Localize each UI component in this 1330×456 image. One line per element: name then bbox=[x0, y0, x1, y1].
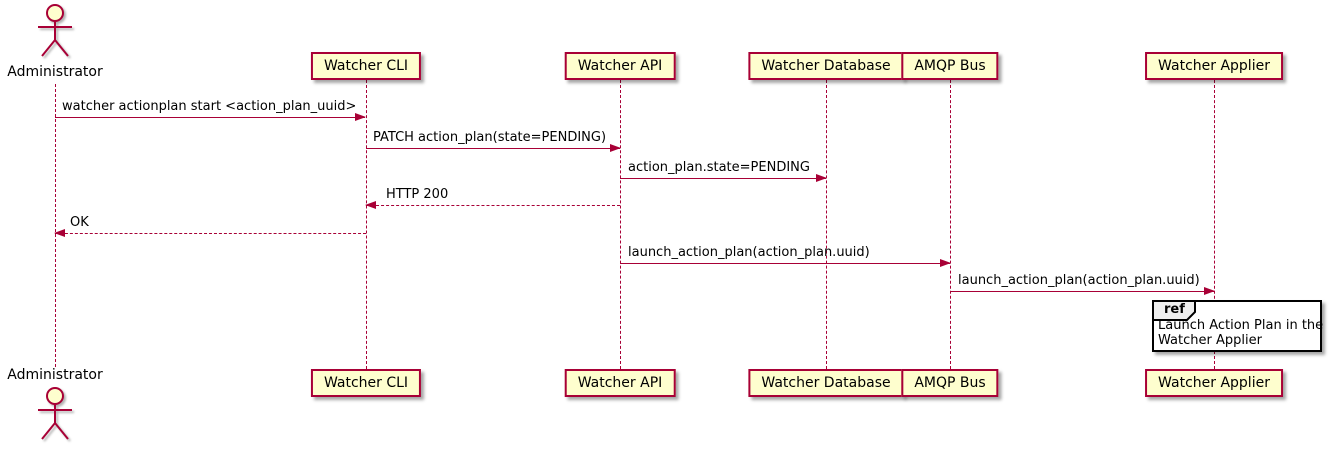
participant-watcher-applier-top: Watcher Applier bbox=[1145, 52, 1283, 80]
message-1-label: watcher actionplan start <action_plan_uu… bbox=[62, 99, 357, 114]
message-3-line bbox=[620, 178, 826, 179]
message-1-line bbox=[55, 117, 365, 118]
message-3-label: action_plan.state=PENDING bbox=[628, 160, 810, 175]
message-2: PATCH action_plan(state=PENDING) bbox=[366, 129, 621, 152]
message-1: watcher actionplan start <action_plan_uu… bbox=[55, 98, 366, 121]
lifeline-amqp-bus bbox=[950, 80, 951, 369]
lifeline-administrator bbox=[55, 84, 56, 367]
message-5-label: OK bbox=[70, 215, 89, 230]
ref-pentagon-icon bbox=[1152, 300, 1196, 321]
participant-watcher-database-top: Watcher Database bbox=[748, 52, 904, 80]
participant-amqp-bus-bottom: AMQP Bus bbox=[901, 369, 999, 397]
message-2-label: PATCH action_plan(state=PENDING) bbox=[373, 130, 607, 145]
message-6-label: launch_action_plan(action_plan.uuid) bbox=[628, 245, 870, 260]
participant-watcher-cli-top: Watcher CLI bbox=[310, 52, 422, 80]
participant-amqp-bus-top: AMQP Bus bbox=[901, 52, 999, 80]
actor-label-top: Administrator bbox=[7, 64, 103, 80]
ref-text-line1: Launch Action Plan in the bbox=[1158, 318, 1324, 333]
lifeline-watcher-database bbox=[826, 80, 827, 369]
participant-watcher-database-bottom: Watcher Database bbox=[748, 369, 904, 397]
lifeline-watcher-applier bbox=[1214, 80, 1215, 369]
message-5-line bbox=[55, 233, 366, 234]
message-7-line bbox=[950, 291, 1214, 292]
arrowhead-right-icon bbox=[1204, 287, 1215, 295]
lifeline-watcher-cli bbox=[366, 80, 367, 369]
actor-icon bbox=[38, 387, 72, 440]
message-4-label: HTTP 200 bbox=[386, 187, 449, 202]
arrowhead-right-icon bbox=[355, 113, 366, 121]
message-5: OK bbox=[54, 214, 366, 237]
message-3: action_plan.state=PENDING bbox=[620, 159, 827, 182]
ref-keyword: ref bbox=[1164, 302, 1185, 317]
participant-watcher-api-top: Watcher API bbox=[564, 52, 676, 80]
participant-watcher-cli-bottom: Watcher CLI bbox=[310, 369, 422, 397]
message-2-line bbox=[366, 148, 620, 149]
arrowhead-right-icon bbox=[610, 144, 621, 152]
lifeline-watcher-api bbox=[620, 80, 621, 369]
arrowhead-right-icon bbox=[940, 259, 951, 267]
message-7: launch_action_plan(action_plan.uuid) bbox=[950, 272, 1215, 295]
message-6: launch_action_plan(action_plan.uuid) bbox=[620, 244, 951, 267]
arrowhead-left-icon bbox=[54, 229, 65, 237]
participant-watcher-applier-bottom: Watcher Applier bbox=[1145, 369, 1283, 397]
message-4: HTTP 200 bbox=[365, 186, 620, 209]
ref-text: Launch Action Plan in the Watcher Applie… bbox=[1158, 318, 1323, 348]
participant-watcher-api-bottom: Watcher API bbox=[564, 369, 676, 397]
message-6-line bbox=[620, 263, 950, 264]
ref-text-line2: Watcher Applier bbox=[1158, 333, 1262, 348]
actor-label-bottom: Administrator bbox=[7, 367, 103, 383]
message-4-line bbox=[366, 205, 620, 206]
arrowhead-left-icon bbox=[365, 201, 376, 209]
ref-fragment: ref Launch Action Plan in the Watcher Ap… bbox=[1152, 300, 1323, 352]
actor-icon bbox=[38, 4, 72, 57]
message-7-label: launch_action_plan(action_plan.uuid) bbox=[958, 273, 1200, 288]
arrowhead-right-icon bbox=[816, 174, 827, 182]
